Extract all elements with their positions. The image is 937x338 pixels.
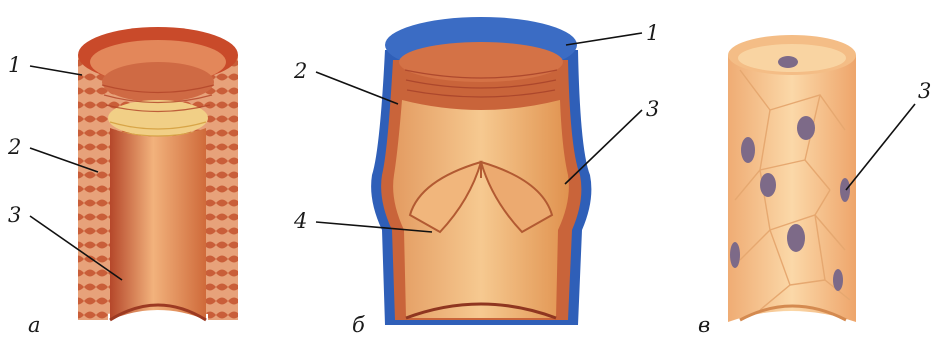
panel-c-capillary [728, 35, 856, 322]
nucleus [833, 269, 843, 291]
label-a-2: 2 [7, 135, 21, 159]
leader-b-1 [566, 33, 642, 45]
leader-a-1 [30, 66, 82, 75]
nucleus [787, 224, 805, 252]
label-b-4: 4 [293, 209, 307, 233]
artery-lumen [110, 128, 206, 320]
nucleus [760, 173, 776, 197]
nucleus [840, 178, 850, 202]
nucleus [730, 242, 740, 268]
nucleus [797, 116, 815, 140]
label-b-3: 3 [646, 97, 659, 121]
panel-letter-a: а [28, 313, 41, 337]
nucleus [778, 56, 798, 68]
panel-letter-b: б [352, 313, 365, 337]
panel-b-vein [371, 17, 591, 325]
nucleus [741, 137, 755, 163]
label-b-2: 2 [293, 59, 307, 83]
leader-c-3 [846, 104, 915, 190]
label-b-1: 1 [646, 21, 659, 45]
label-a-3: 3 [8, 203, 21, 227]
label-c-3: 3 [918, 79, 931, 103]
panel-letter-c: в [698, 313, 710, 337]
label-a-1: 1 [8, 53, 21, 77]
panel-a-artery [78, 27, 238, 320]
artery-intima-ring [108, 100, 208, 136]
vein-media-ring [399, 42, 563, 82]
artery-media-ring [102, 62, 214, 102]
